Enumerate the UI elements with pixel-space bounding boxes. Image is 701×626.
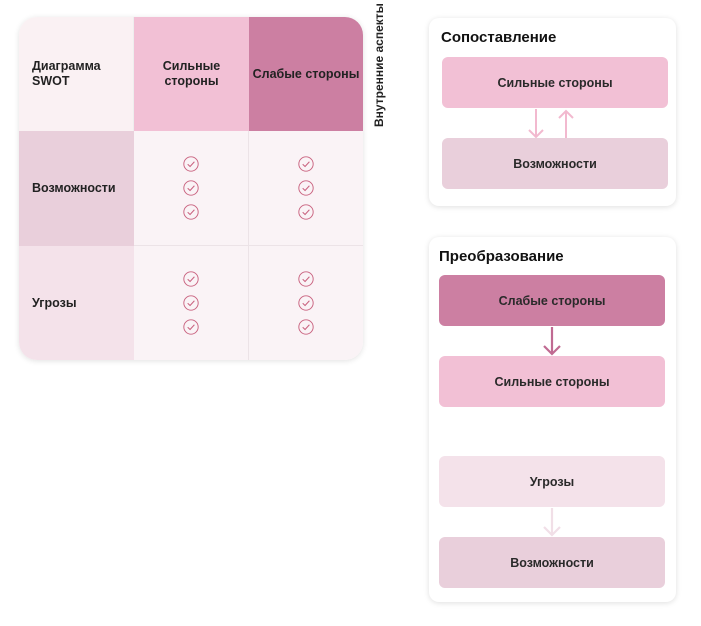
transformation-weaknesses-box: Слабые стороны [439, 275, 665, 326]
transformation-strengths-box: Сильные стороны [439, 356, 665, 407]
check-circle-icon [298, 204, 314, 220]
check-circle-icon [298, 271, 314, 287]
comparison-opportunities-box: Возможности [442, 138, 668, 189]
check-circle-icon [298, 156, 314, 172]
arrow-down-icon [543, 327, 561, 356]
cell-threats-strengths [134, 246, 249, 360]
transformation-title: Преобразование [439, 248, 564, 265]
comparison-panel: Сопоставление Сильные стороны Возможност… [429, 18, 676, 206]
column-header-weaknesses: Слабые стороны [249, 17, 363, 131]
arrow-down-icon [543, 508, 561, 537]
matrix-corner-label: Диаграмма SWOT [19, 17, 134, 131]
column-header-strengths: Сильные стороны [134, 17, 249, 131]
row-header-opportunities: Возможности [19, 131, 134, 246]
internal-aspects-label: Внутренние аспекты [372, 3, 402, 131]
swot-matrix: Диаграмма SWOT Сильные стороны Слабые ст… [19, 17, 363, 360]
check-circle-icon [183, 180, 199, 196]
cell-opportunities-strengths [134, 131, 249, 246]
transformation-opportunities-box: Возможности [439, 537, 665, 588]
row-header-threats: Угрозы [19, 246, 134, 360]
bidirectional-arrows-icon [528, 109, 574, 139]
transformation-threats-box: Угрозы [439, 456, 665, 507]
check-circle-icon [183, 295, 199, 311]
cell-opportunities-weaknesses [249, 131, 363, 246]
internal-aspects-text: Внутренние аспекты [372, 3, 386, 127]
check-circle-icon [298, 180, 314, 196]
check-circle-icon [183, 271, 199, 287]
check-circle-icon [298, 295, 314, 311]
check-circle-icon [298, 319, 314, 335]
check-circle-icon [183, 156, 199, 172]
comparison-title: Сопоставление [441, 29, 557, 46]
cell-threats-weaknesses [249, 246, 363, 360]
comparison-strengths-box: Сильные стороны [442, 57, 668, 108]
check-circle-icon [183, 204, 199, 220]
check-circle-icon [183, 319, 199, 335]
transformation-panel: Преобразование Слабые стороны Сильные ст… [429, 237, 676, 602]
